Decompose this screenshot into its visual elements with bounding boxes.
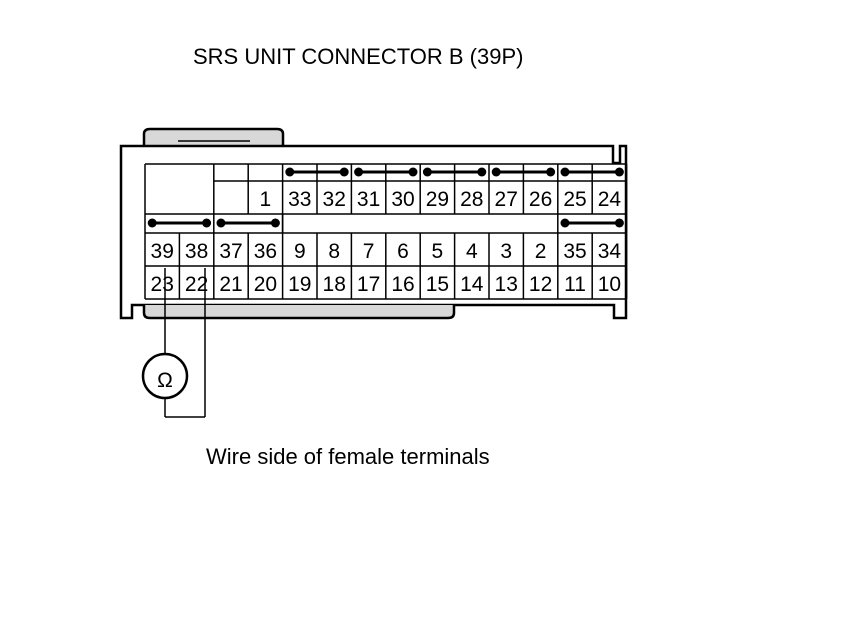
terminal-label: 8 — [328, 240, 340, 263]
shorting-bar — [354, 167, 418, 177]
terminal-label: 28 — [460, 188, 483, 211]
shorting-bars — [147, 167, 624, 228]
terminal-label: 35 — [563, 240, 586, 263]
terminal-label: 2 — [535, 240, 547, 263]
terminal-label: 16 — [391, 273, 414, 296]
terminal-label: 6 — [397, 240, 409, 263]
shorting-bar — [216, 218, 280, 228]
terminal-label: 37 — [219, 240, 242, 263]
terminal-label: 33 — [288, 188, 311, 211]
terminal-label: 34 — [598, 240, 622, 263]
terminal-label: 36 — [254, 240, 277, 263]
terminal-label: 29 — [426, 188, 449, 211]
terminal-label: 24 — [598, 188, 622, 211]
terminal-label: 20 — [254, 273, 277, 296]
terminal-grid — [144, 163, 628, 300]
terminal-label: 32 — [323, 188, 346, 211]
ohmmeter-leads — [164, 268, 206, 418]
shorting-bar — [560, 167, 624, 177]
terminal-label: 5 — [432, 240, 444, 263]
terminal-label: 7 — [363, 240, 375, 263]
terminal-label: 26 — [529, 188, 552, 211]
terminal-label: 25 — [563, 188, 586, 211]
terminal-label: 14 — [460, 273, 484, 296]
shorting-bar — [285, 167, 349, 177]
shorting-bar — [147, 218, 212, 228]
terminal-label: 19 — [288, 273, 311, 296]
terminal-label: 30 — [391, 188, 414, 211]
terminal-label: 22 — [185, 273, 208, 296]
terminal-label: 12 — [529, 273, 552, 296]
terminal-label: 3 — [500, 240, 512, 263]
terminal-label: 10 — [598, 273, 621, 296]
terminal-label: 18 — [323, 273, 346, 296]
diagram-title: SRS UNIT CONNECTOR B (39P) — [193, 44, 524, 69]
terminal-label: 27 — [495, 188, 518, 211]
ohm-symbol: Ω — [157, 369, 173, 392]
terminal-label: 21 — [219, 273, 242, 296]
terminal-label: 1 — [260, 188, 272, 211]
shorting-bar — [560, 218, 624, 228]
shorting-bar — [491, 167, 556, 177]
terminal-label: 31 — [357, 188, 380, 211]
terminal-label: 4 — [466, 240, 478, 263]
terminal-label: 17 — [357, 273, 380, 296]
shorting-bar — [422, 167, 487, 177]
diagram-caption: Wire side of female terminals — [206, 444, 490, 469]
terminal-label: 15 — [426, 273, 449, 296]
terminal-label: 38 — [185, 240, 208, 263]
ohmmeter-icon: Ω — [141, 352, 189, 400]
terminal-label: 39 — [151, 240, 174, 263]
terminal-label: 9 — [294, 240, 306, 263]
terminal-label: 13 — [495, 273, 518, 296]
terminal-label: 11 — [564, 273, 586, 296]
terminal-label: 23 — [151, 273, 174, 296]
connector-housing — [119, 127, 628, 320]
